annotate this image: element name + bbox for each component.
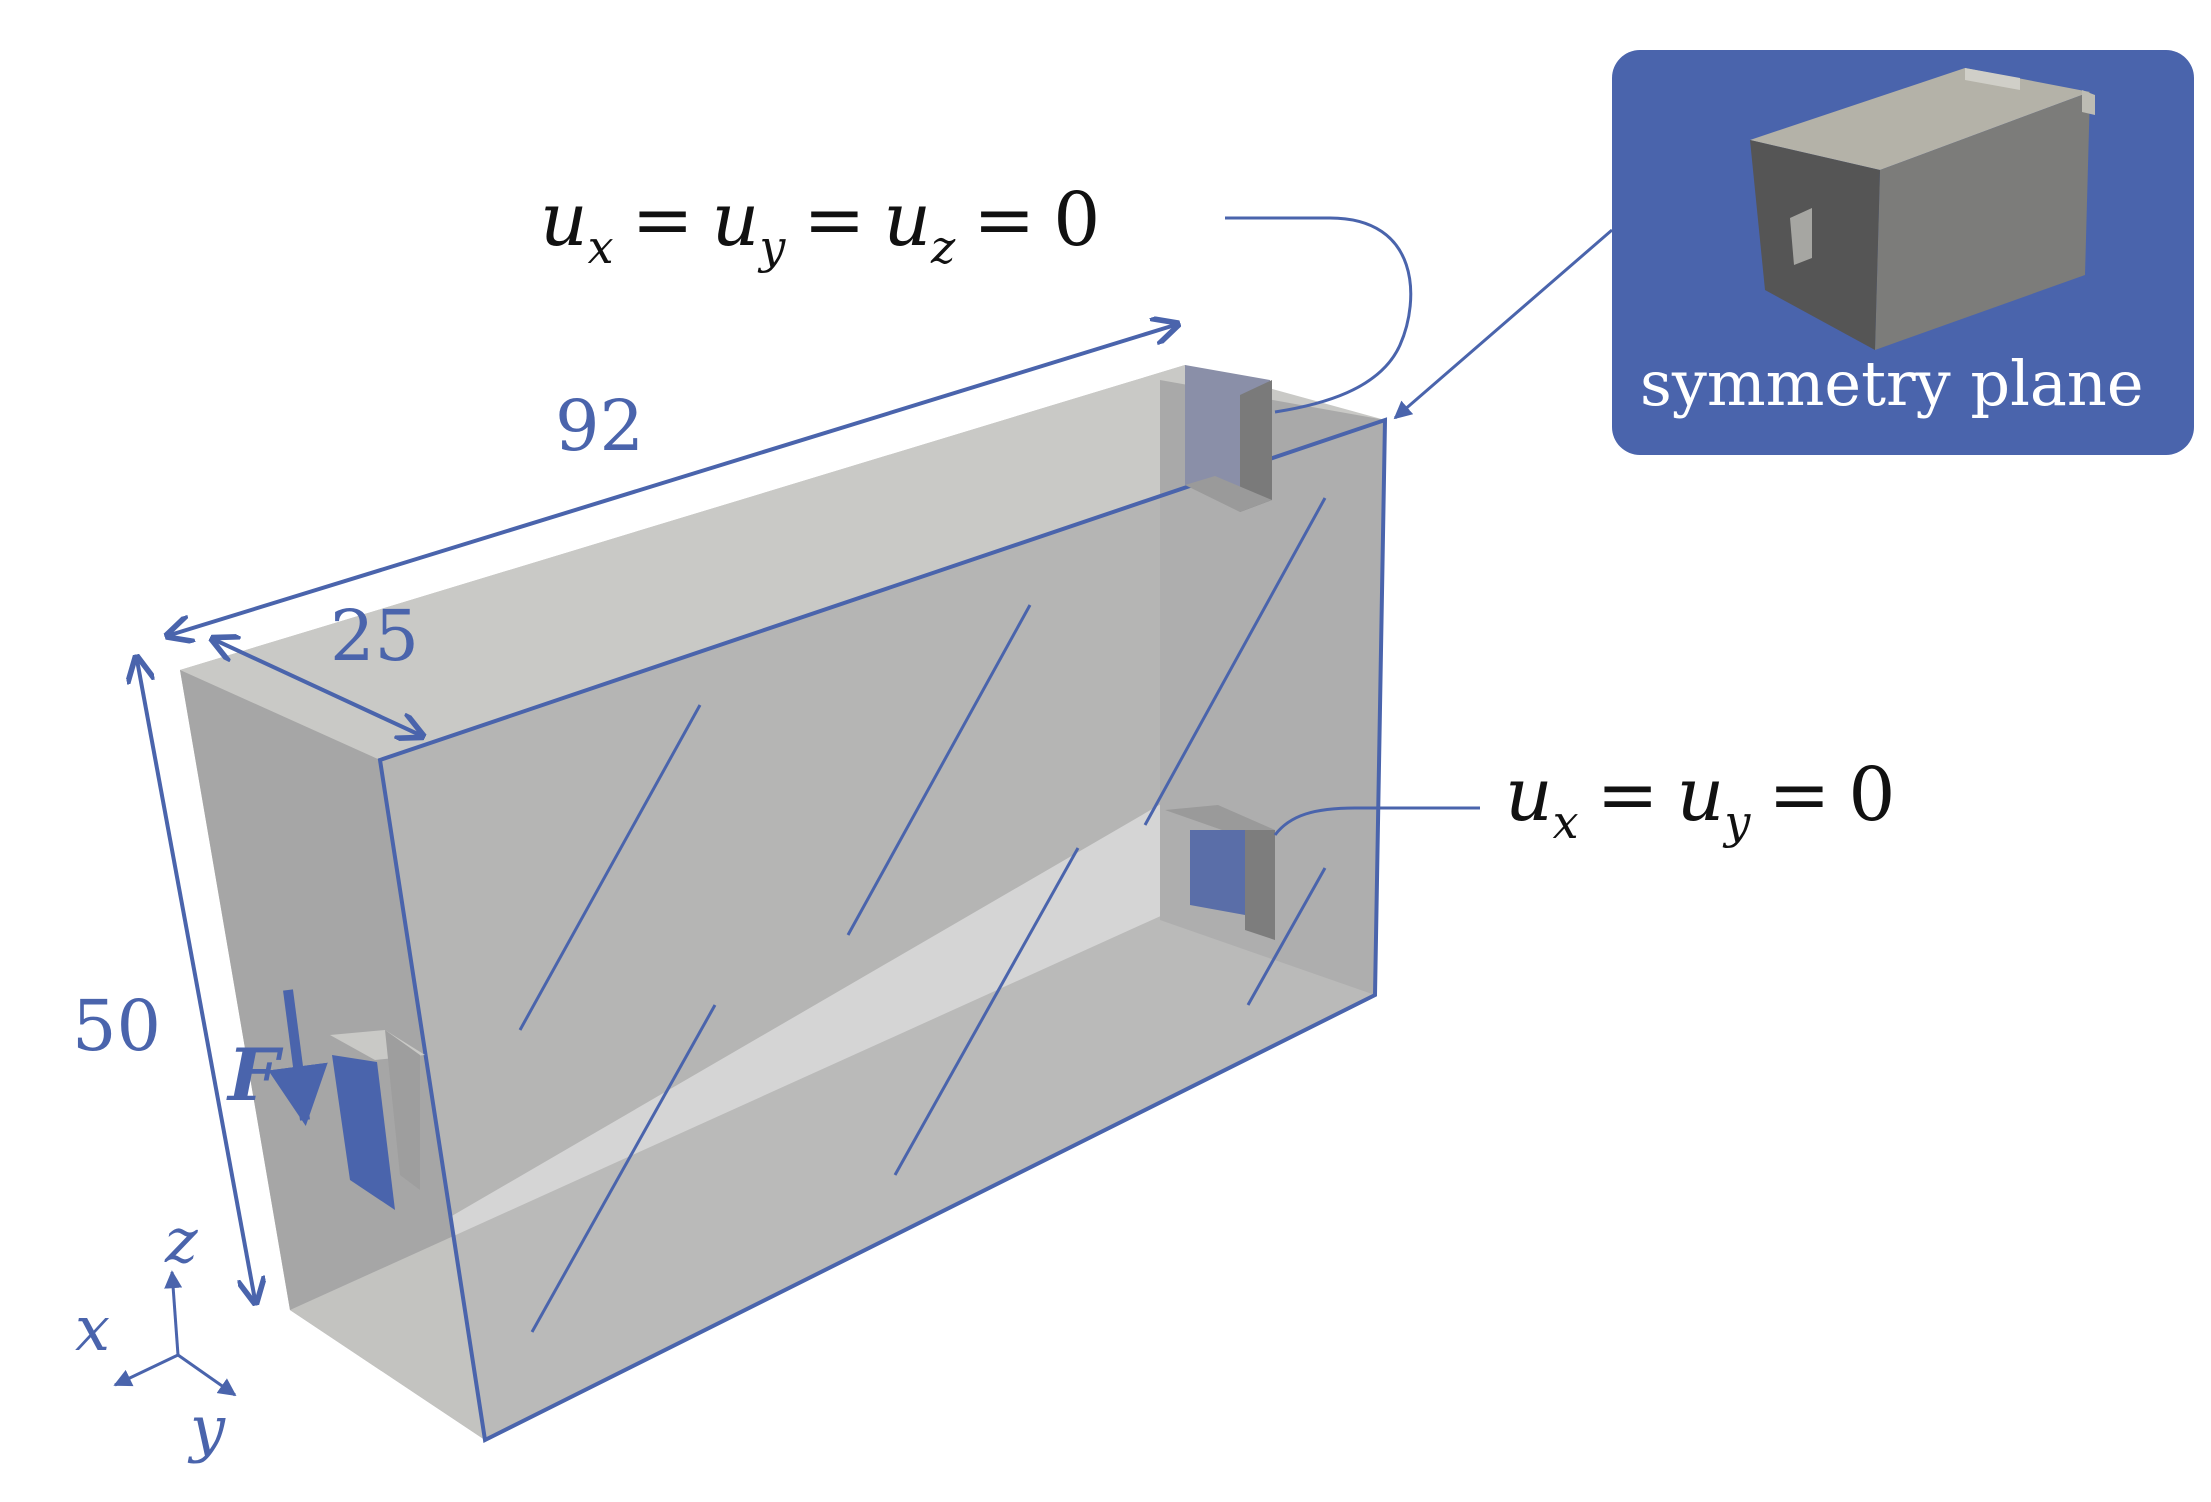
roller-bc-leader <box>1273 806 1480 836</box>
roller-bc-label: ux=uy=0 <box>1273 752 1895 849</box>
load-patch <box>330 1030 425 1210</box>
roller-support-block <box>1165 805 1275 940</box>
dimension-width-label: 25 <box>330 595 419 677</box>
inset-leader <box>1393 228 1613 420</box>
axis-z-label: z <box>164 1204 198 1277</box>
dimension-width: 25 <box>215 595 420 735</box>
load-arrow <box>268 989 328 1126</box>
coordinate-axes <box>113 1270 237 1397</box>
dimension-length: 92 <box>170 325 1175 635</box>
symmetry-inset: symmetry plane <box>1612 50 2194 455</box>
axis-y-label: y <box>187 1392 226 1465</box>
dimension-height-label: 50 <box>72 985 161 1067</box>
symmetry-hatching <box>518 497 1327 1333</box>
svg-text:ux=uy=0: ux=uy=0 <box>1505 752 1895 849</box>
load-label: F <box>226 1032 284 1117</box>
inset-caption: symmetry plane <box>1640 347 2144 420</box>
fixed-bc-label: ux=uy=uz=0 <box>540 177 1413 414</box>
dimension-height: 50 <box>72 660 255 1300</box>
axis-x-label: x <box>75 1292 110 1365</box>
svg-text:ux=uy=uz=0: ux=uy=uz=0 <box>540 177 1100 274</box>
dimension-length-label: 92 <box>555 385 644 467</box>
fixed-bc-leader <box>1225 216 1413 414</box>
fixed-support-block <box>1185 365 1272 512</box>
